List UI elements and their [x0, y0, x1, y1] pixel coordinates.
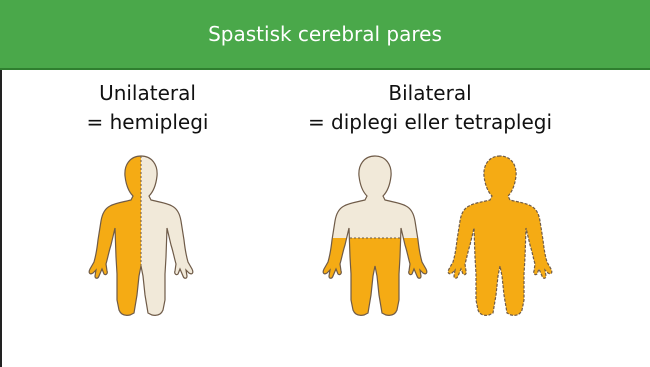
bilateral-title: Bilateral — [300, 79, 560, 108]
hemiplegia-figure — [86, 152, 196, 328]
unilateral-title: Unilateral — [55, 79, 240, 108]
page-title: Spastisk cerebral pares — [0, 0, 650, 68]
diplegia-figure — [320, 152, 430, 328]
tetraplegia-figure — [445, 152, 555, 328]
bilateral-subtitle: = diplegi eller tetraplegi — [300, 108, 560, 137]
unilateral-subtitle: = hemiplegi — [55, 108, 240, 137]
left-border-line — [0, 70, 2, 367]
unilateral-label: Unilateral = hemiplegi — [55, 79, 240, 137]
bilateral-label: Bilateral = diplegi eller tetraplegi — [300, 79, 560, 137]
title-bar-divider — [0, 68, 650, 70]
